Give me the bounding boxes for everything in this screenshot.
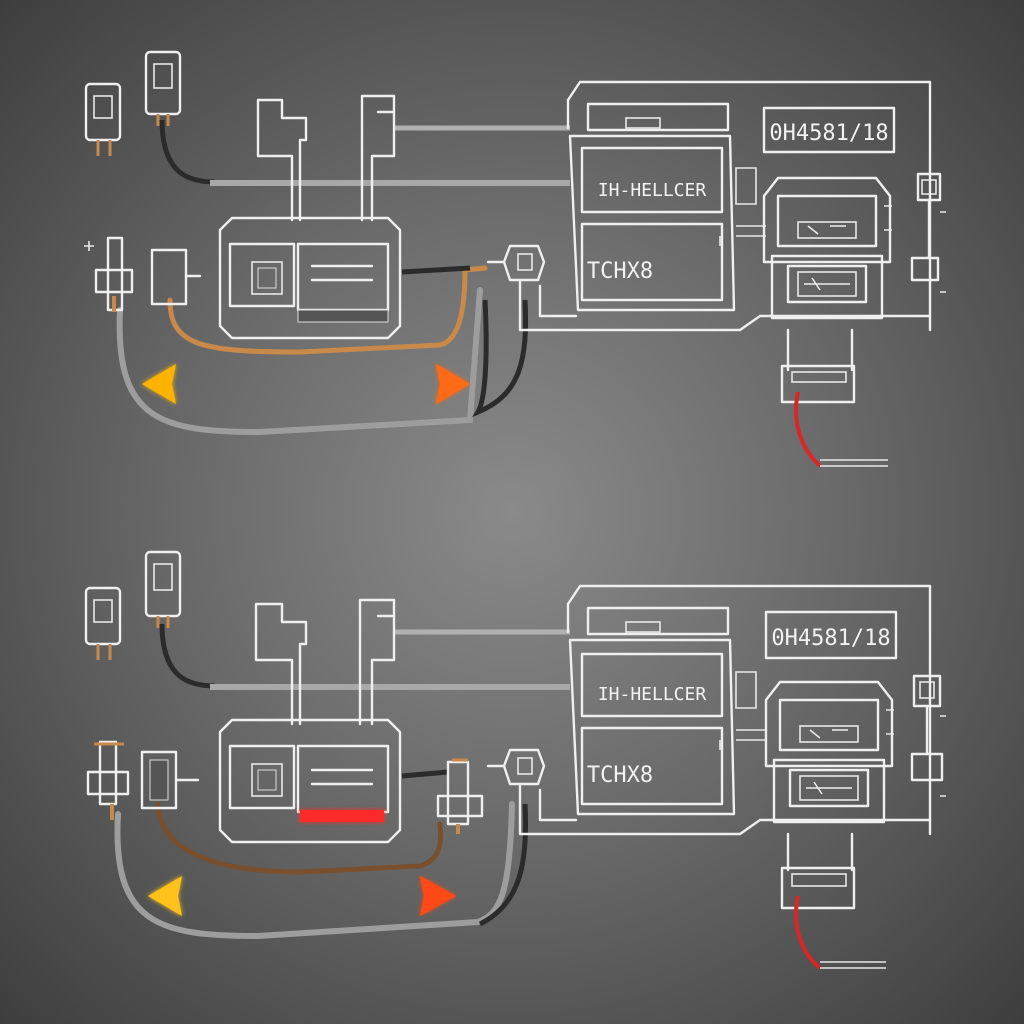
fitting-icon — [910, 172, 946, 293]
pipe-connector — [256, 98, 308, 222]
brown-cable — [155, 801, 444, 875]
controller-unit — [218, 216, 402, 340]
lower-module-label: TCHX8 — [587, 259, 653, 284]
grey-cable — [114, 801, 515, 940]
panel-top: 0H4581/18 IH-HELLCER TCHX8 — [84, 50, 946, 468]
terminal-block-icon — [86, 740, 130, 820]
terminal-block-icon — [780, 832, 886, 970]
connector-icon — [486, 748, 546, 786]
black-cable — [472, 299, 529, 418]
fitting-icon — [910, 674, 946, 797]
double-arrow-icon — [142, 364, 470, 404]
grey-cable — [116, 287, 483, 436]
sensor-probe-icon — [144, 550, 182, 628]
black-cable-probe — [159, 119, 216, 185]
connector-icon — [150, 248, 202, 306]
sensor-probe-icon — [144, 50, 182, 126]
lower-module-label: TCHX8 — [587, 763, 653, 788]
main-cabinet — [518, 584, 932, 836]
pipe-connector — [358, 598, 396, 726]
display-code: 0H4581/18 — [771, 626, 890, 651]
main-cabinet — [518, 80, 932, 332]
controller-unit — [218, 718, 402, 844]
black-cable — [478, 803, 529, 927]
double-arrow-icon — [148, 876, 456, 916]
black-cable-link — [401, 265, 471, 275]
sensor-probe-icon — [84, 82, 122, 156]
connector-icon — [486, 244, 546, 282]
black-cable-probe — [159, 623, 216, 689]
terminal-block-icon — [780, 328, 888, 468]
pipe-connector — [254, 602, 308, 726]
sensor-probe-icon — [84, 586, 122, 660]
sub-unit — [719, 167, 892, 320]
black-cable-link — [401, 769, 449, 779]
orange-cable — [167, 265, 488, 355]
connector-icon — [140, 750, 200, 810]
display-code: 0H4581/18 — [769, 121, 888, 146]
pipe-connector — [360, 94, 396, 222]
sub-unit — [719, 671, 894, 824]
upper-module-label: IH-HELLCER — [598, 180, 707, 201]
upper-module-label: IH-HELLCER — [598, 684, 707, 705]
panel-bottom: 0H4581/18 IH-HELLCER TCHX8 — [84, 550, 946, 970]
terminal-block-icon — [436, 758, 484, 834]
terminal-block-icon — [84, 236, 134, 312]
